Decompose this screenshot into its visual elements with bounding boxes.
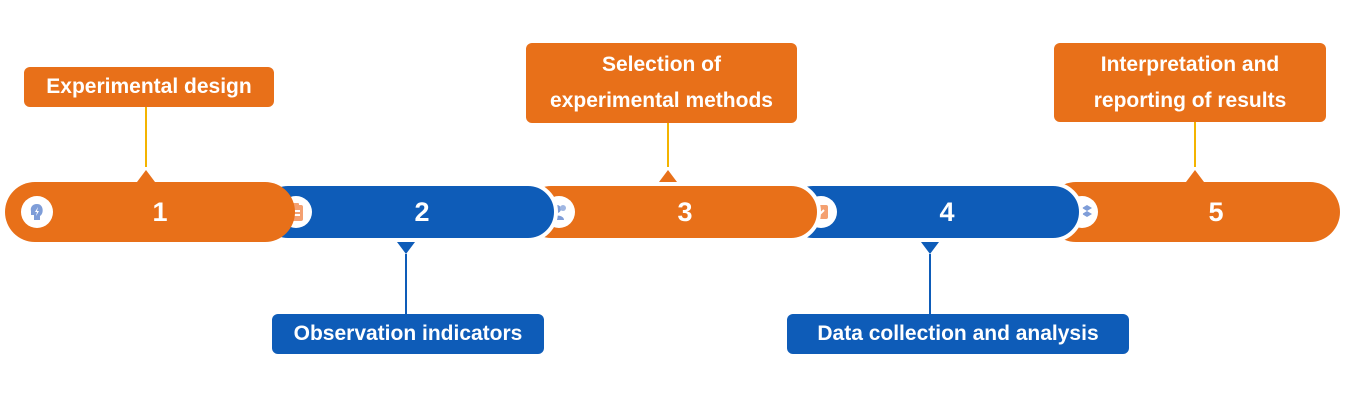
step-4-connector (929, 254, 931, 314)
step-5-pointer (1186, 170, 1204, 182)
step-5-bar: 5 (1046, 182, 1340, 242)
step-5-number: 5 (1208, 196, 1224, 227)
lightbulb-head-icon (21, 196, 53, 228)
step-4-bar: 4 (783, 182, 1083, 242)
step-2-connector (405, 254, 407, 314)
step-5-label-line2: reporting of results (1093, 88, 1287, 112)
step-2-pointer (397, 242, 415, 254)
step-1-number: 1 (152, 196, 168, 227)
step-5-label: Interpretation and reporting of results (1054, 43, 1326, 122)
step-4-label: Data collection and analysis (787, 314, 1129, 354)
step-4-pointer (921, 242, 939, 254)
step-1-bar: 1 (5, 182, 295, 242)
step-3-number: 3 (677, 196, 693, 227)
step-1-pointer (137, 170, 155, 182)
step-2-number: 2 (414, 196, 430, 227)
step-3-connector (667, 123, 669, 167)
step-4-number: 4 (939, 196, 955, 227)
step-2-label: Observation indicators (272, 314, 544, 354)
step-5-connector (1194, 122, 1196, 167)
step-1-label: Experimental design (24, 67, 274, 107)
step-3-label-line2: experimental methods (550, 89, 773, 112)
step-2-bar: 2 (258, 182, 558, 242)
step-3-bar: 3 (521, 182, 821, 242)
step-1-connector (145, 107, 147, 167)
step-5-label-line1: Interpretation and (1100, 52, 1280, 76)
step-3-label: Selection of experimental methods (526, 43, 797, 123)
step-3-label-line1: Selection of (601, 53, 722, 76)
step-3-pointer (659, 170, 677, 182)
